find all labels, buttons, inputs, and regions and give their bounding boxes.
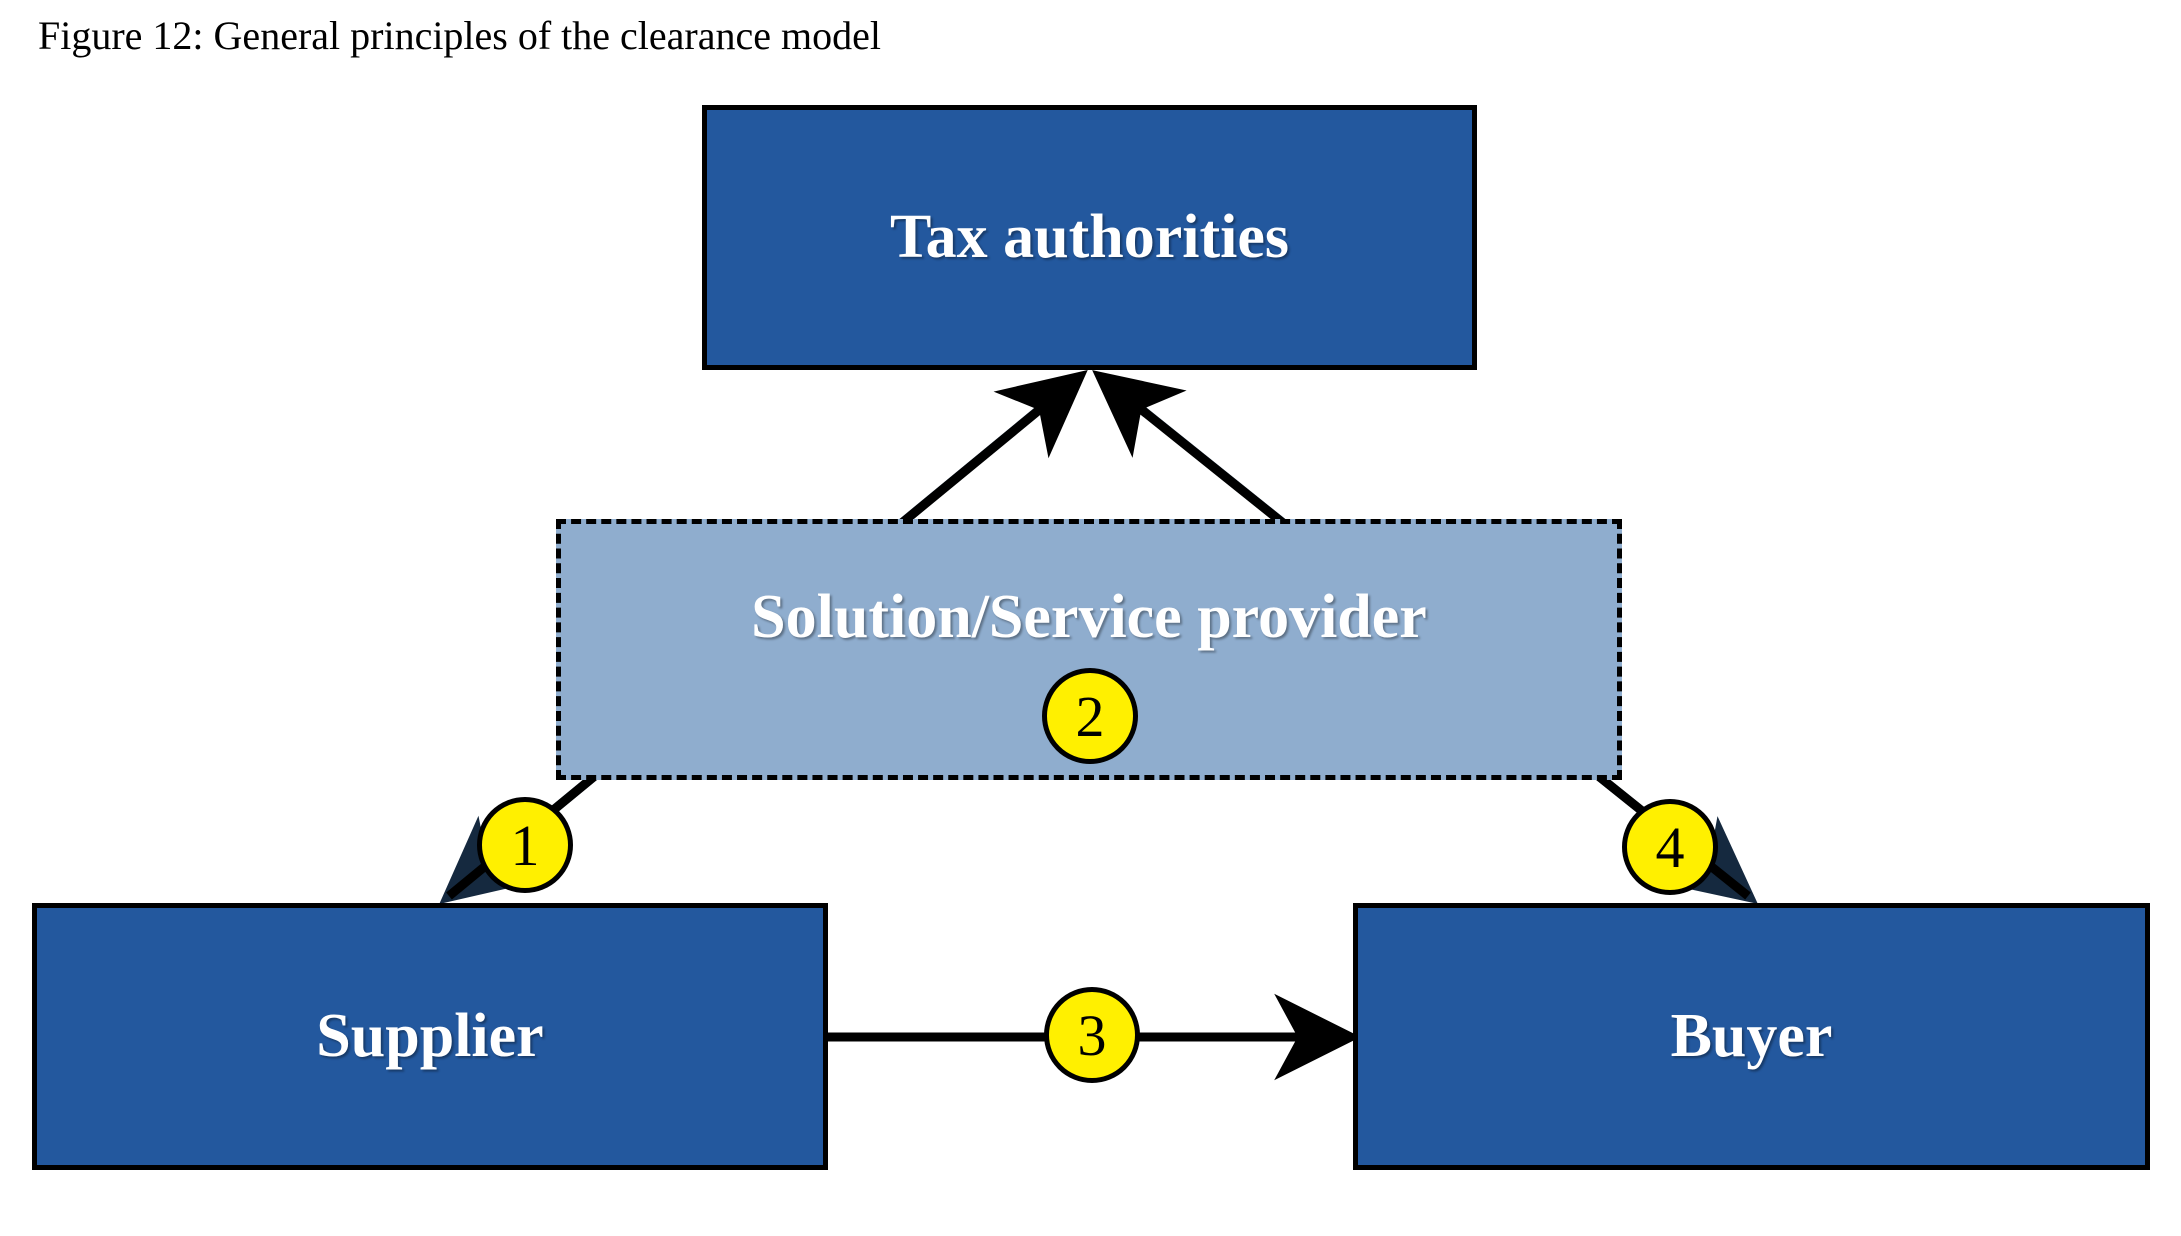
step-badge-2[interactable]: 2 (1042, 668, 1138, 764)
node-tax-authorities[interactable]: Tax authorities (702, 105, 1477, 370)
step-badge-1[interactable]: 1 (477, 797, 573, 893)
node-buyer-label: Buyer (1670, 1002, 1833, 1070)
node-supplier-label: Supplier (316, 1002, 544, 1070)
node-buyer[interactable]: Buyer (1353, 903, 2150, 1170)
step-badge-2-number: 2 (1075, 683, 1105, 749)
step-badge-3-number: 3 (1077, 1002, 1107, 1068)
node-solution-service-provider-label: Solution/Service provider (751, 583, 1427, 651)
step-badge-4[interactable]: 4 (1622, 799, 1718, 895)
node-supplier[interactable]: Supplier (32, 903, 828, 1170)
node-tax-authorities-label: Tax authorities (889, 203, 1290, 271)
step-badge-4-number: 4 (1655, 814, 1685, 880)
figure-caption: Figure 12: General principles of the cle… (38, 13, 881, 58)
step-badge-3[interactable]: 3 (1044, 987, 1140, 1083)
step-badge-1-number: 1 (510, 812, 540, 878)
